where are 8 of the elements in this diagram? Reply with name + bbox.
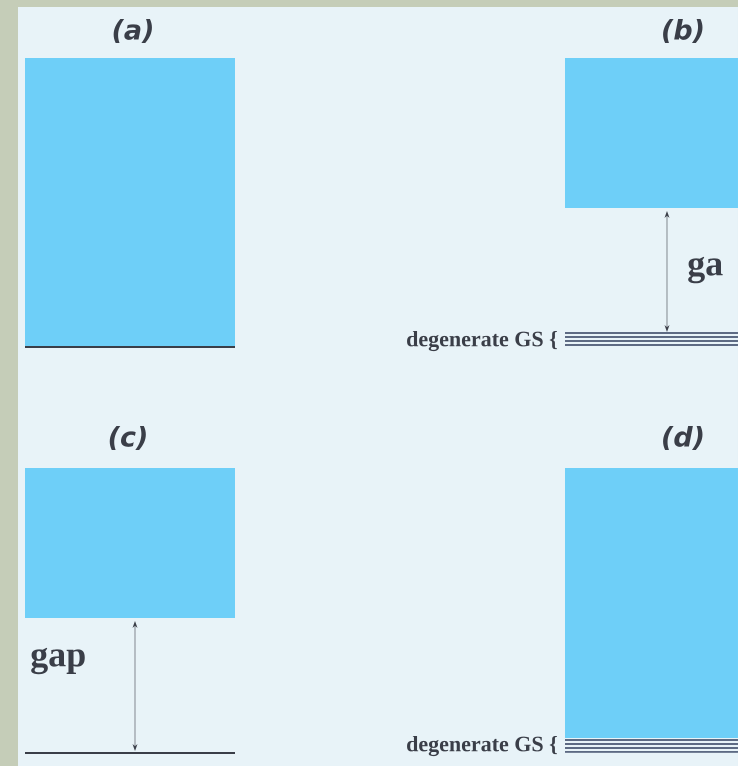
panel-label: (c) bbox=[110, 426, 146, 450]
energy-band bbox=[565, 468, 738, 738]
energy-band bbox=[25, 468, 235, 618]
energy-band bbox=[25, 58, 235, 347]
gap-label: ga bbox=[688, 256, 723, 284]
degenerate-label: degenerate GS { bbox=[407, 330, 557, 352]
degenerate-label: degenerate GS { bbox=[407, 736, 557, 756]
energy-band bbox=[565, 58, 738, 208]
